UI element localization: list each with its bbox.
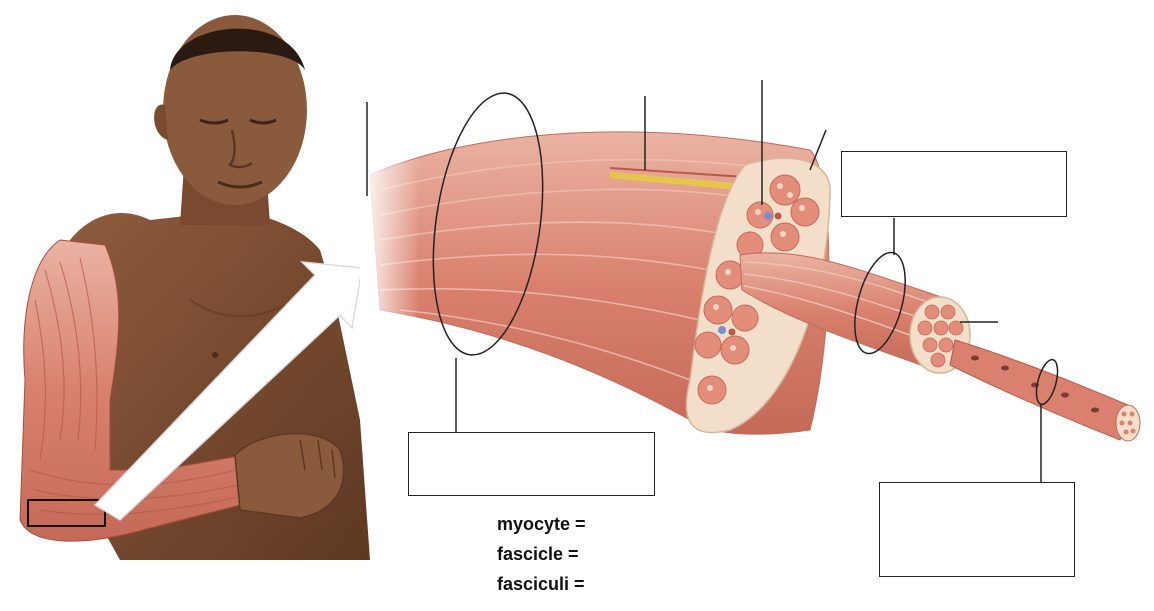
- human-figure: [20, 15, 370, 560]
- label-box-fascicle[interactable]: [841, 151, 1067, 217]
- muscle-fiber: [950, 340, 1140, 441]
- fiber-body: [950, 340, 1128, 440]
- legend-fascicle: fascicle =: [497, 539, 586, 569]
- label-box-muscle-fiber[interactable]: [879, 482, 1075, 577]
- fist: [235, 434, 344, 518]
- terminology-legend: myocyte = fascicle = fasciculi =: [497, 509, 586, 599]
- label-box-whole-muscle[interactable]: [408, 432, 655, 496]
- legend-fasciculi: fasciculi =: [497, 569, 586, 599]
- legend-myocyte: myocyte =: [497, 509, 586, 539]
